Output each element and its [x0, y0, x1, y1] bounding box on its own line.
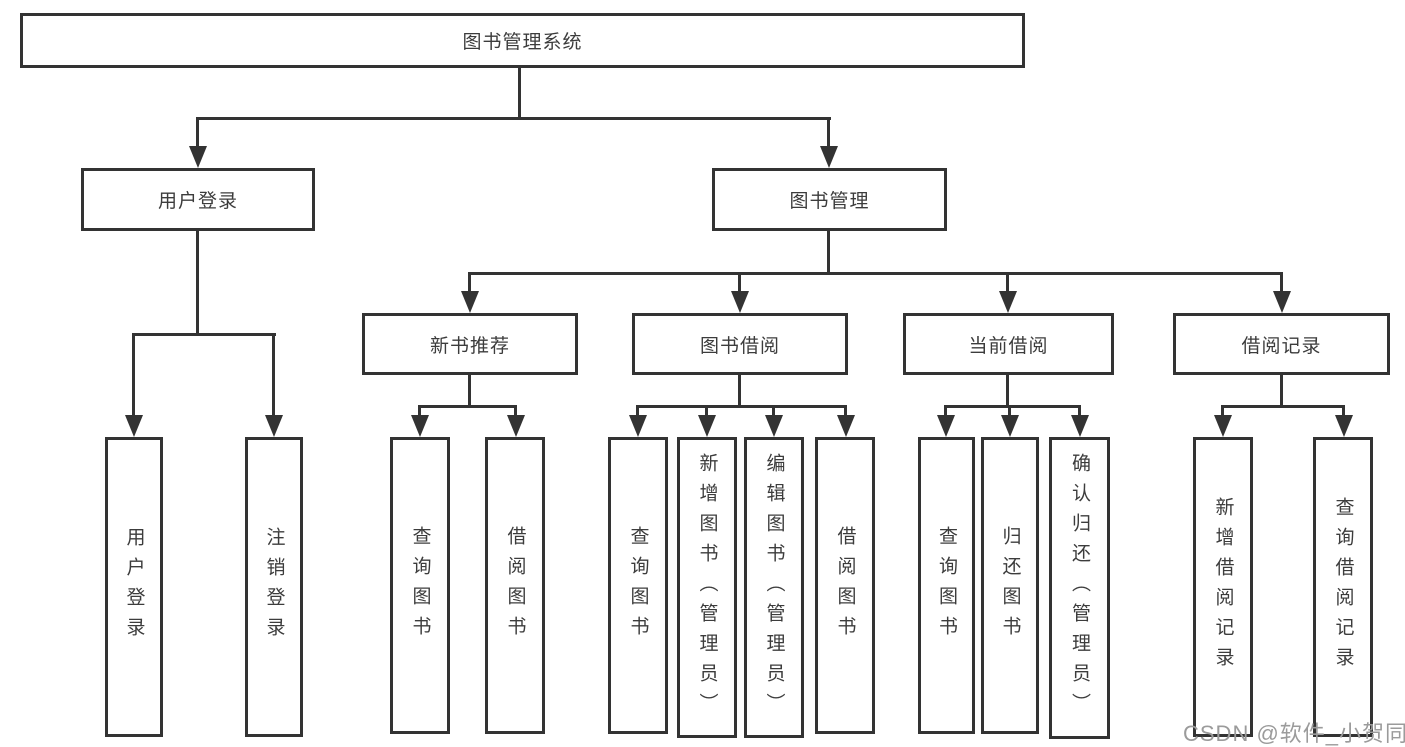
node-borrow-records: 借阅记录	[1173, 313, 1390, 375]
node-library-system: 图书管理系统	[20, 13, 1025, 68]
node-return-books: 归还图书	[981, 437, 1039, 734]
connector-line	[1280, 272, 1283, 294]
connector-line	[197, 117, 831, 120]
arrow-down-icon	[937, 415, 955, 437]
node-add-book-admin-label: 新增图书（管理员）	[696, 452, 718, 723]
connector-line	[827, 117, 830, 149]
arrow-down-icon	[265, 415, 283, 437]
arrow-down-icon	[629, 415, 647, 437]
node-book-management-label: 图书管理	[789, 191, 870, 212]
node-edit-book-admin: 编辑图书（管理员）	[744, 437, 804, 738]
node-confirm-return-admin: 确认归还（管理员）	[1049, 437, 1110, 739]
connector-line	[944, 405, 947, 417]
connector-line	[196, 117, 199, 149]
node-user-login-label: 用户登录	[157, 191, 238, 212]
connector-line	[468, 375, 471, 408]
node-current-borrow: 当前借阅	[903, 313, 1114, 375]
arrow-down-icon	[411, 415, 429, 437]
node-query-books-2: 查询图书	[608, 437, 668, 734]
connector-line	[844, 405, 847, 417]
node-user-login: 用户登录	[81, 168, 315, 231]
node-book-management: 图书管理	[712, 168, 947, 231]
arrow-down-icon	[461, 291, 479, 313]
connector-line	[132, 333, 276, 336]
arrow-down-icon	[1214, 415, 1232, 437]
arrow-down-icon	[698, 415, 716, 437]
connector-line	[1008, 405, 1011, 417]
connector-line	[1342, 405, 1345, 417]
node-confirm-return-admin-label: 确认归还（管理员）	[1069, 453, 1090, 723]
connector-line	[132, 333, 135, 417]
connector-line	[514, 405, 517, 417]
connector-line	[1078, 405, 1081, 417]
arrow-down-icon	[1001, 415, 1019, 437]
node-user-login-leaf: 用户登录	[105, 437, 163, 737]
node-query-borrow-record-label: 查询借阅记录	[1332, 497, 1354, 677]
node-user-login-leaf-label: 用户登录	[123, 527, 145, 647]
node-current-borrow-label: 当前借阅	[968, 335, 1049, 357]
connector-line	[738, 375, 741, 408]
connector-line	[1221, 405, 1345, 408]
node-borrow-books-2: 借阅图书	[815, 437, 875, 734]
connector-line	[518, 68, 521, 119]
connector-line	[1280, 375, 1283, 408]
node-query-books-3: 查询图书	[918, 437, 975, 734]
node-logout: 注销登录	[245, 437, 303, 737]
connector-line	[772, 405, 775, 417]
connector-line	[1221, 405, 1224, 417]
connector-line	[418, 405, 421, 417]
node-query-borrow-record: 查询借阅记录	[1313, 437, 1373, 737]
arrow-down-icon	[1071, 415, 1089, 437]
node-add-book-admin: 新增图书（管理员）	[677, 437, 737, 738]
connector-line	[636, 405, 639, 417]
arrow-down-icon	[820, 146, 838, 168]
node-edit-book-admin-label: 编辑图书（管理员）	[763, 452, 785, 723]
connector-line	[944, 405, 1081, 408]
connector-line	[196, 231, 199, 336]
connector-line	[418, 405, 517, 408]
arrow-down-icon	[765, 415, 783, 437]
node-query-books-1-label: 查询图书	[409, 525, 431, 646]
node-new-book-recommend-label: 新书推荐	[429, 335, 510, 357]
arrow-down-icon	[189, 146, 207, 168]
arrow-down-icon	[507, 415, 525, 437]
node-book-borrow: 图书借阅	[632, 313, 848, 375]
node-library-system-label: 图书管理系统	[462, 32, 583, 53]
arrow-down-icon	[1335, 415, 1353, 437]
node-new-book-recommend: 新书推荐	[362, 313, 578, 375]
watermark: CSDN @软件_小贺同学	[1183, 721, 1405, 746]
arrow-down-icon	[731, 291, 749, 313]
arrow-down-icon	[999, 291, 1017, 313]
node-return-books-label: 归还图书	[999, 525, 1021, 646]
node-query-books-3-label: 查询图书	[936, 525, 957, 646]
node-query-books-1: 查询图书	[390, 437, 450, 734]
connector-line	[1006, 375, 1009, 408]
node-borrow-records-label: 借阅记录	[1241, 335, 1322, 357]
connector-line	[636, 405, 847, 408]
arrow-down-icon	[1273, 291, 1291, 313]
node-query-books-2-label: 查询图书	[627, 525, 649, 646]
connector-line	[272, 333, 275, 417]
node-borrow-books-2-label: 借阅图书	[834, 525, 856, 646]
connector-line	[468, 272, 471, 294]
connector-line	[705, 405, 708, 417]
node-add-borrow-record-label: 新增借阅记录	[1212, 497, 1234, 677]
connector-line	[738, 272, 741, 294]
connector-line	[1006, 272, 1009, 294]
node-add-borrow-record: 新增借阅记录	[1193, 437, 1253, 737]
node-book-borrow-label: 图书借阅	[699, 335, 780, 357]
node-logout-label: 注销登录	[263, 527, 285, 647]
connector-line	[468, 272, 1283, 275]
connector-line	[827, 231, 830, 275]
node-borrow-books-1: 借阅图书	[485, 437, 545, 734]
node-borrow-books-1-label: 借阅图书	[504, 525, 526, 646]
arrow-down-icon	[837, 415, 855, 437]
arrow-down-icon	[125, 415, 143, 437]
